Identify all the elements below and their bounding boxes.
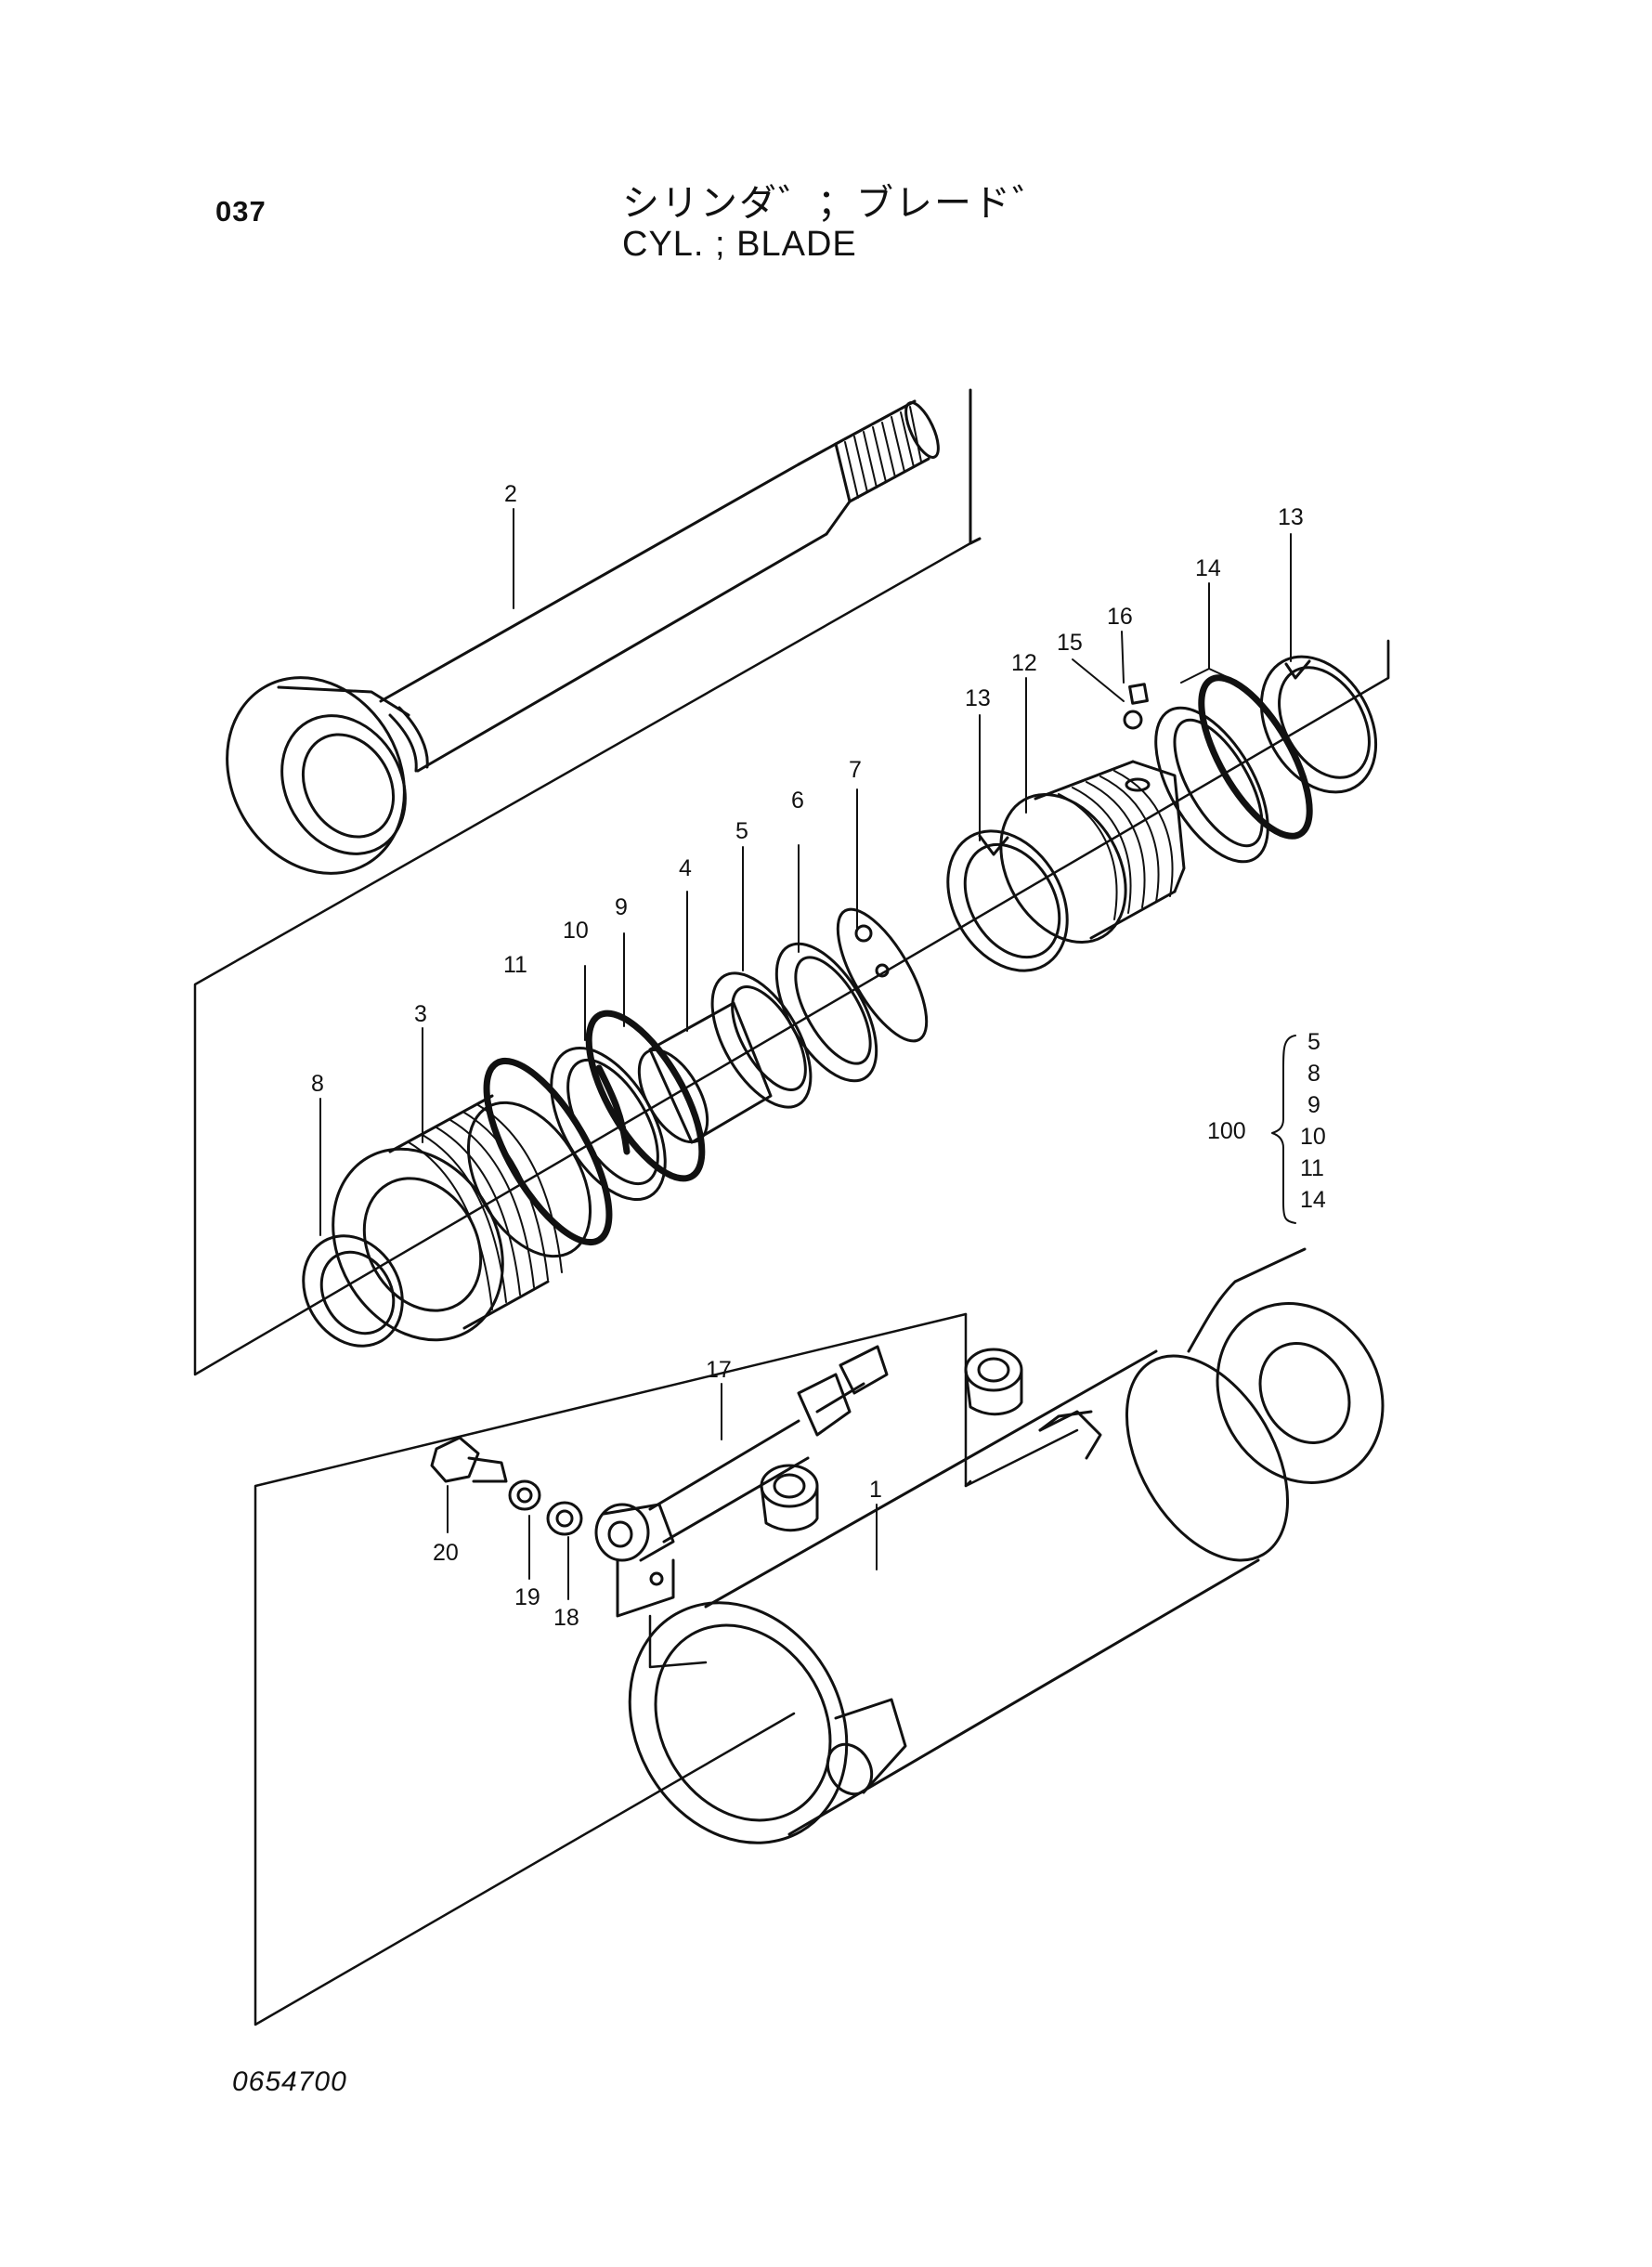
callout-15: 15 bbox=[1057, 630, 1083, 656]
leader-lines bbox=[319, 508, 1292, 1600]
callout-6: 6 bbox=[791, 788, 804, 814]
callout-9: 9 bbox=[615, 894, 628, 920]
title-english: CYL. ; BLADE bbox=[622, 225, 857, 264]
callout-20: 20 bbox=[433, 1540, 459, 1566]
exploded-frame bbox=[193, 541, 1390, 1376]
callout-18: 18 bbox=[553, 1605, 579, 1631]
kit-part: 5 bbox=[1307, 1029, 1320, 1055]
callout-10: 10 bbox=[563, 918, 589, 944]
cylinder-tube bbox=[628, 1247, 1385, 1844]
callout-8: 8 bbox=[311, 1071, 324, 1097]
callout-3: 3 bbox=[414, 1001, 427, 1027]
callout-7: 7 bbox=[849, 757, 862, 783]
callout-19: 19 bbox=[514, 1584, 540, 1610]
callout-12: 12 bbox=[1011, 650, 1037, 676]
callout-13-left: 13 bbox=[965, 685, 991, 711]
callout-5: 5 bbox=[735, 818, 748, 844]
page-number: 037 bbox=[215, 195, 267, 228]
kit-part: 8 bbox=[1307, 1061, 1320, 1087]
kit-parts-list: 100 5 8 9 10 11 14 bbox=[1207, 1029, 1326, 1213]
piston-assembly bbox=[946, 655, 1378, 972]
callout-labels: 2 3 8 11 10 9 4 5 6 7 13 12 15 16 14 13 … bbox=[311, 481, 1304, 1631]
piston-seals bbox=[637, 907, 929, 1144]
drawing-number: 0654700 bbox=[232, 2066, 347, 2097]
callout-2: 2 bbox=[504, 481, 517, 507]
callout-16: 16 bbox=[1107, 604, 1133, 630]
callout-14: 14 bbox=[1195, 555, 1221, 581]
pipe-and-fasteners bbox=[430, 1345, 889, 1618]
callout-17: 17 bbox=[706, 1357, 732, 1383]
kit-number: 100 bbox=[1207, 1118, 1246, 1144]
kit-part: 10 bbox=[1300, 1124, 1326, 1150]
callout-4: 4 bbox=[679, 855, 692, 881]
kit-brace bbox=[1271, 1035, 1296, 1224]
title-japanese: シリンダ゛；ブレード゛ bbox=[622, 182, 1051, 225]
lower-frame bbox=[254, 1312, 1079, 2026]
callout-1: 1 bbox=[869, 1477, 882, 1503]
callout-11: 11 bbox=[503, 952, 527, 978]
callout-13-right: 13 bbox=[1278, 504, 1304, 530]
gland-assembly bbox=[302, 1010, 706, 1348]
kit-part: 9 bbox=[1307, 1092, 1320, 1118]
kit-part: 14 bbox=[1300, 1187, 1326, 1213]
kit-part: 11 bbox=[1300, 1155, 1324, 1181]
piston-rod bbox=[226, 388, 982, 875]
